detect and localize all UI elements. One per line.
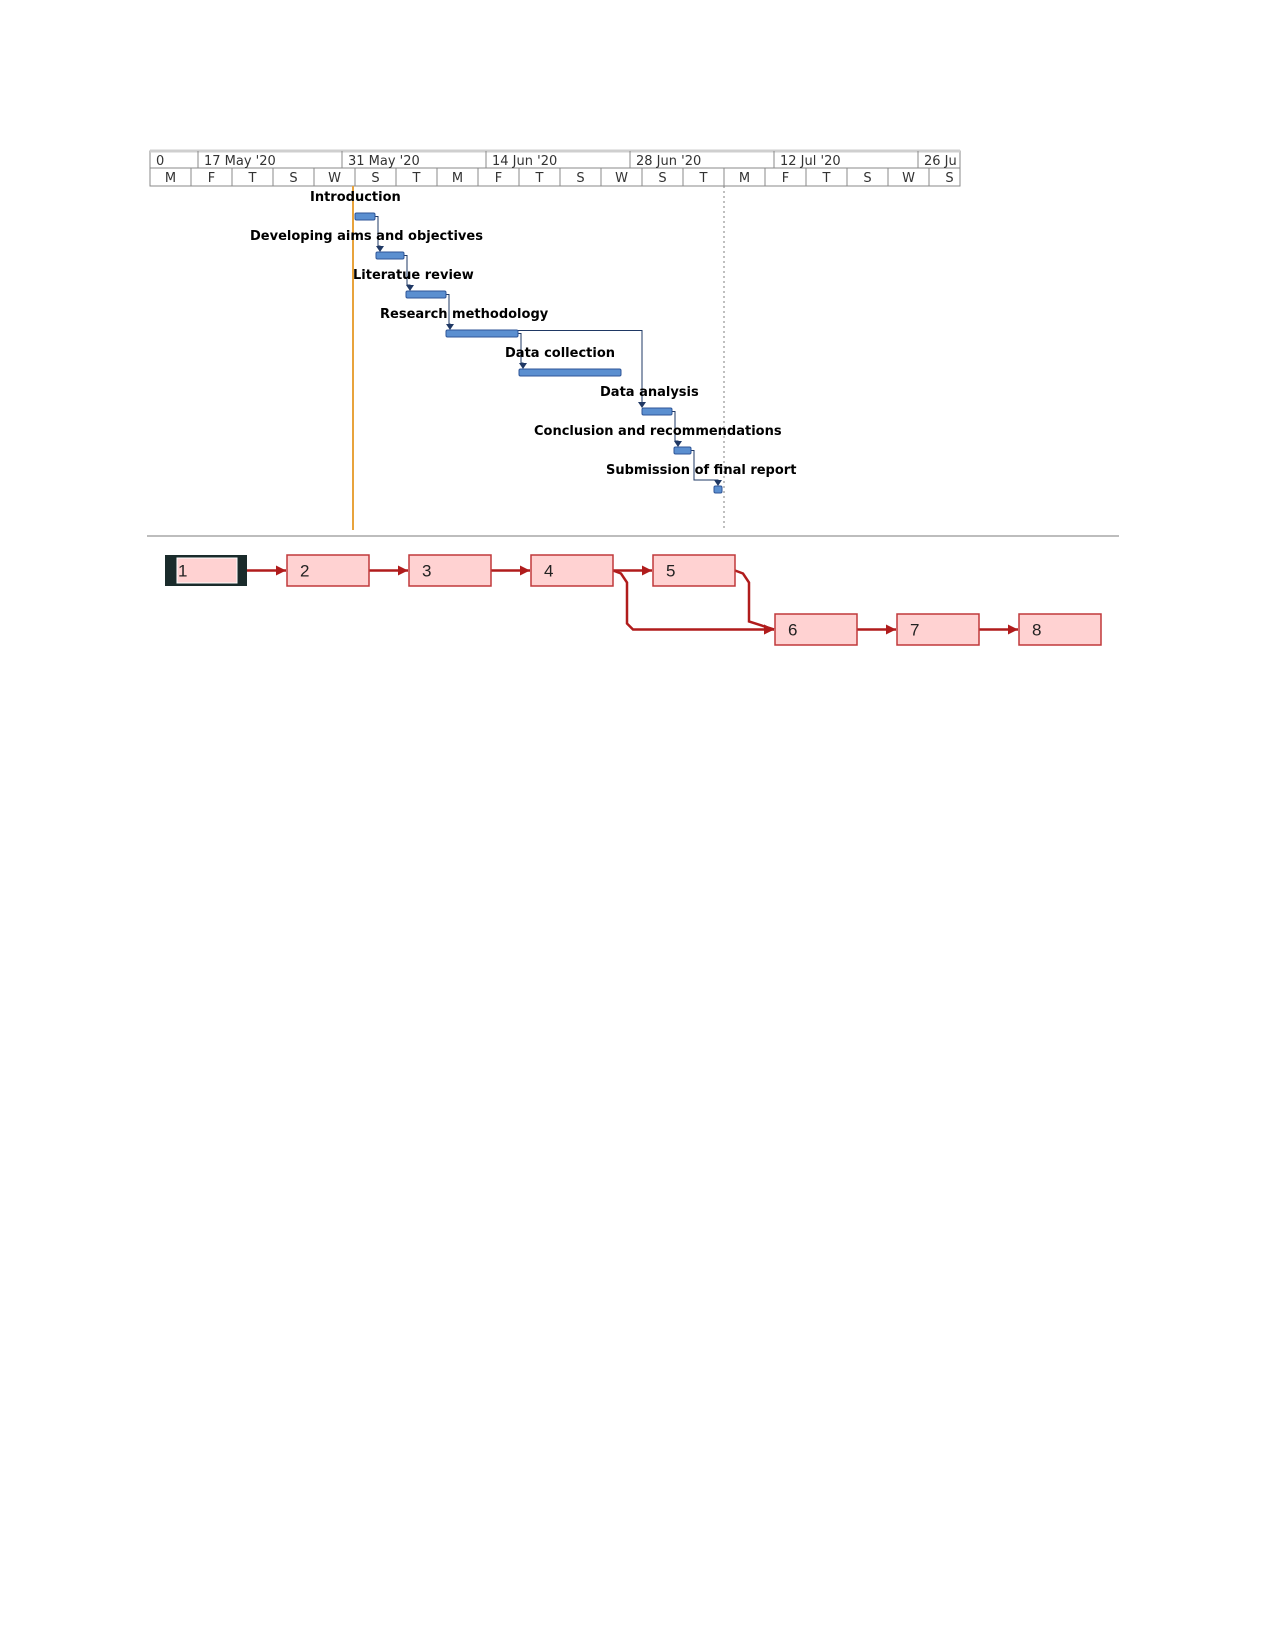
gantt-chart: 0 17 May '20 31 May '20 14 Jun '20 28 Jun '2…	[149, 149, 961, 530]
network-arrowhead	[520, 565, 530, 576]
network-node-label: 3	[422, 562, 431, 581]
timeline-header: 0 17 May '20 31 May '20 14 Jun '20 28 Jun '2…	[149, 149, 961, 187]
network-node-box	[286, 554, 370, 587]
timeline-day-label: T	[699, 171, 708, 186]
timeline-day-label: S	[945, 171, 953, 186]
task-bar[interactable]	[641, 407, 673, 416]
timeline-week-label: 31 May '20	[348, 154, 420, 169]
network-node-label: 8	[1032, 621, 1041, 640]
network-node-box	[1018, 613, 1102, 646]
task-label: Literatue review	[353, 268, 474, 283]
network-node[interactable]: 6	[774, 613, 858, 646]
timeline-day-label: S	[371, 171, 379, 186]
task-bar[interactable]	[354, 212, 376, 221]
network-node[interactable]: 8	[1018, 613, 1102, 646]
task-bar[interactable]	[673, 446, 692, 455]
timeline-week-label: 26 Ju	[924, 154, 957, 169]
timeline-day-label: W	[328, 171, 341, 186]
dependency-arrowhead	[638, 402, 646, 408]
task-label: Developing aims and objectives	[250, 229, 483, 244]
timeline-week-label: 17 May '20	[204, 154, 276, 169]
task-label: Data collection	[505, 346, 615, 361]
dependency-arrowhead	[446, 324, 454, 330]
network-arrowhead	[764, 624, 774, 635]
timeline-day-label: T	[535, 171, 544, 186]
timeline-week-label: 14 Jun '20	[492, 154, 557, 169]
timeline-day-label: T	[412, 171, 421, 186]
network-arrowhead	[398, 565, 408, 576]
network-edge	[734, 569, 775, 631]
network-node-label: 6	[788, 621, 797, 640]
dependency-arrowhead	[406, 285, 414, 291]
network-node-box	[530, 554, 614, 587]
network-node[interactable]: 2	[286, 554, 370, 587]
dependency-arrowhead	[714, 480, 722, 486]
network-node-label: 2	[300, 562, 309, 581]
network-node[interactable]: 7	[896, 613, 980, 646]
task-label: Conclusion and recommendations	[534, 424, 782, 439]
timeline-day-label: F	[782, 171, 789, 186]
task-bar[interactable]	[713, 485, 723, 494]
task-label: Submission of final report	[606, 463, 796, 478]
timeline-day-label: M	[165, 171, 176, 186]
network-edges	[247, 565, 1018, 635]
network-node-label: 7	[910, 621, 919, 640]
timeline-day-label: M	[452, 171, 463, 186]
timeline-day-label: S	[658, 171, 666, 186]
dependency-arrowhead	[674, 441, 682, 447]
network-node-box	[896, 613, 980, 646]
task-label: Data analysis	[600, 385, 699, 400]
dependency-link	[518, 330, 643, 407]
timeline-day-label: W	[902, 171, 915, 186]
network-node-box	[774, 613, 858, 646]
timeline-day-label: S	[289, 171, 297, 186]
timeline-day-label: F	[208, 171, 215, 186]
timeline-day-label: W	[615, 171, 628, 186]
network-node-label: 5	[666, 562, 675, 581]
network-node[interactable]: 4	[530, 554, 614, 587]
task-bar[interactable]	[445, 329, 519, 338]
network-node-selection	[165, 555, 247, 586]
network-arrowhead	[276, 565, 286, 576]
network-node-box	[176, 557, 238, 584]
network-node[interactable]: 1	[165, 555, 247, 586]
network-edge	[612, 569, 774, 631]
network-node-box	[652, 554, 736, 587]
timeline-day-label: S	[576, 171, 584, 186]
timeline-day-label: F	[495, 171, 502, 186]
task-label: Introduction	[310, 190, 401, 205]
network-arrowhead	[1008, 624, 1018, 635]
timeline-day-label: M	[739, 171, 750, 186]
timeline-week-label: 0	[156, 154, 164, 169]
task-label: Research methodology	[380, 307, 549, 322]
network-node-label: 4	[544, 562, 553, 581]
network-node-box	[408, 554, 492, 587]
task-bar[interactable]	[375, 251, 405, 260]
network-nodes: 1 2 3 4 5 6 7 8	[165, 554, 1102, 646]
network-node[interactable]: 3	[408, 554, 492, 587]
dependency-arrowhead	[519, 363, 527, 369]
network-arrowhead	[886, 624, 896, 635]
network-arrowhead	[642, 565, 652, 576]
timeline-day-label: S	[863, 171, 871, 186]
timeline-week-label: 12 Jul '20	[780, 154, 841, 169]
timeline-day-label: T	[248, 171, 257, 186]
timeline-day-label: T	[822, 171, 831, 186]
network-node-label: 1	[178, 562, 187, 581]
dependency-arrowhead	[376, 246, 384, 252]
network-arrowhead	[764, 624, 774, 635]
network-node[interactable]: 5	[652, 554, 736, 587]
task-bar[interactable]	[405, 290, 447, 299]
task-bar[interactable]	[518, 368, 622, 377]
timeline-week-label: 28 Jun '20	[636, 154, 701, 169]
